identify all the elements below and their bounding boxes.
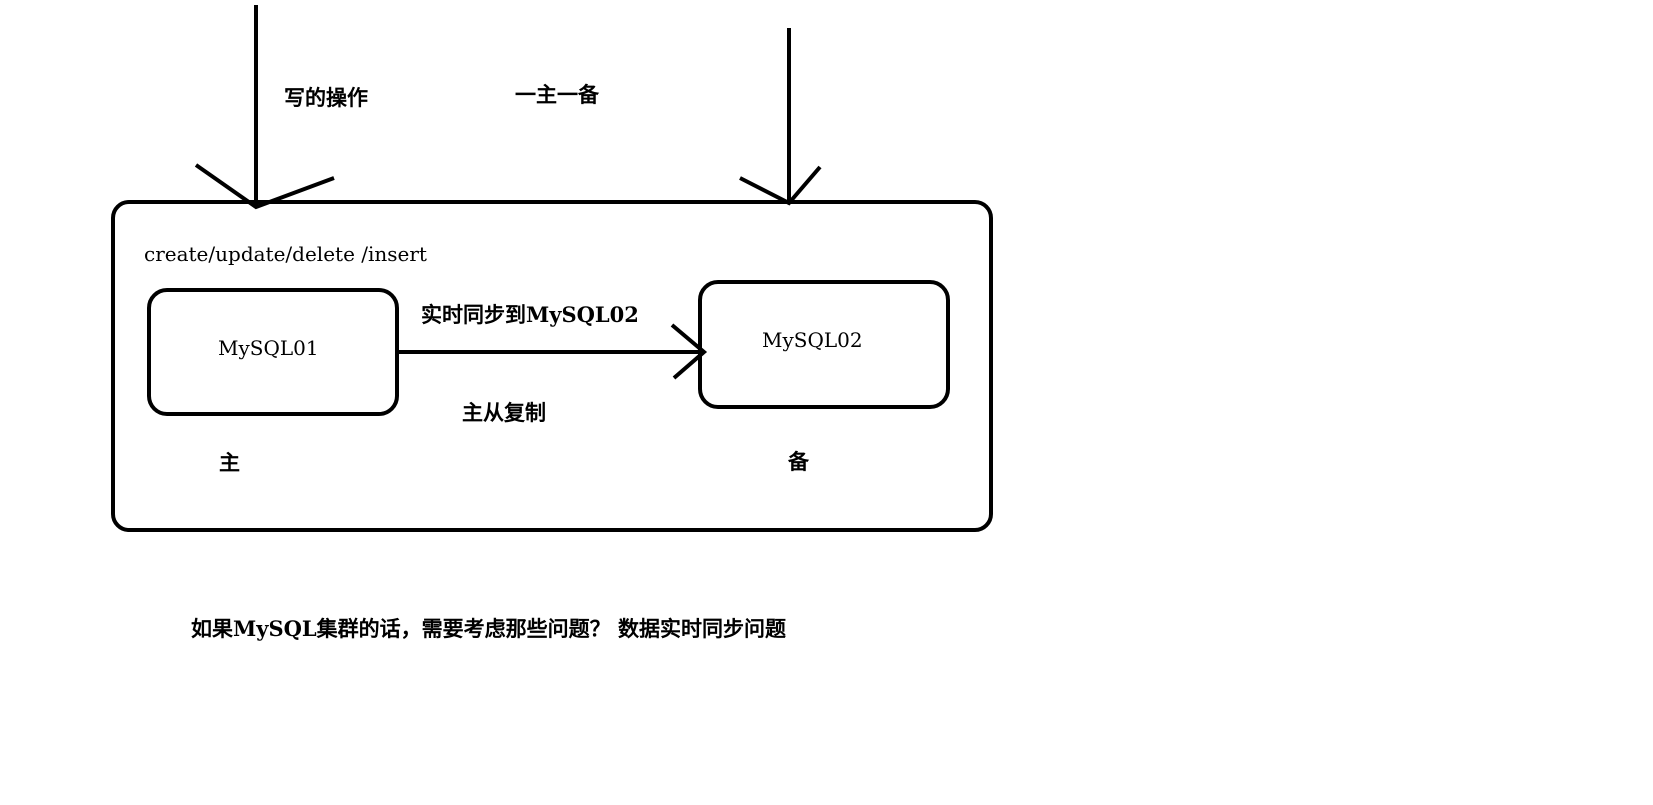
replication-arrow: [397, 323, 708, 380]
realtime-sync-label: 实时同步到MySQL02: [421, 302, 639, 327]
cluster-question-label: 如果MySQL集群的话，需要考虑那些问题？ 数据实时同步问题: [191, 616, 786, 641]
standby-label: 备: [788, 449, 809, 474]
master-label: 主: [219, 450, 240, 475]
write-ops-label: 写的操作: [284, 85, 368, 110]
cluster-container: [111, 200, 993, 532]
write-arrow-left: [194, 5, 335, 210]
sql-ops-label: create/update/delete /insert: [144, 242, 427, 266]
master-slave-replication-label: 主从复制: [462, 400, 546, 425]
one-master-one-standby-label: 一主一备: [515, 82, 599, 107]
mysql02-label: MySQL02: [762, 328, 863, 352]
mysql01-label: MySQL01: [218, 336, 319, 360]
write-arrow-right: [739, 28, 822, 206]
mysql02-node: [698, 280, 950, 409]
